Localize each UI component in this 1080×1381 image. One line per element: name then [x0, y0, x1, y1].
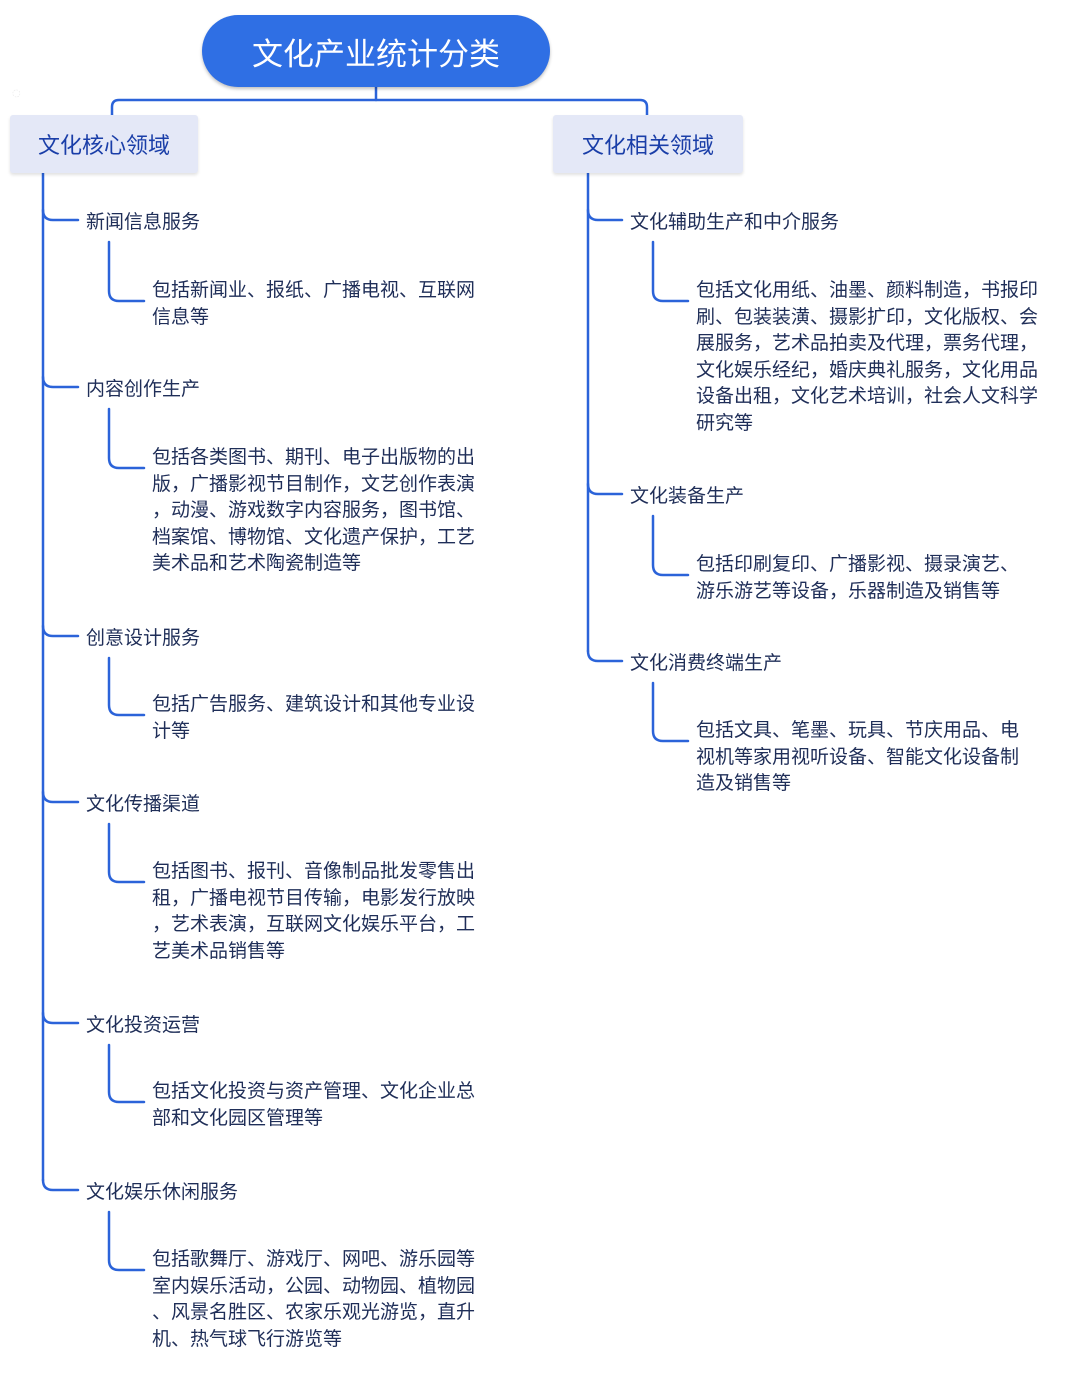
related-branch-line [586, 482, 624, 496]
description-line: 视机等家用视听设备、智能文化设备制 [696, 745, 1020, 768]
core-description: 包括歌舞厅、游戏厅、网吧、游乐园等室内娱乐活动，公园、动物园、植物园、风景名胜区… [152, 1246, 512, 1352]
core-sub-line [107, 656, 146, 717]
description-line: 研究等 [696, 411, 754, 434]
core-sub-line [107, 240, 146, 303]
core-sub-line [107, 822, 146, 884]
core-category-label: 创意设计服务 [86, 627, 201, 649]
related-category-label: 文化装备生产 [630, 485, 745, 507]
description-line: 刷、包装装潢、摄影扩印，文化版权、会 [696, 305, 1039, 328]
related-sub-line [651, 681, 690, 743]
description-line: 文化娱乐经纪，婚庆典礼服务，文化用品 [696, 358, 1039, 381]
description-line: 展服务，艺术品拍卖及代理，票务代理， [696, 332, 1039, 354]
core-domain-box: 文化核心领域 [10, 115, 198, 173]
description-line: 计等 [152, 719, 191, 742]
description-line: 包括文化用纸、油墨、颜料制造，书报印 [696, 279, 1039, 301]
core-sub-line [107, 1210, 146, 1272]
description-line: 、风景名胜区、农家乐观光游览，直升 [152, 1301, 476, 1323]
description-line: 包括文化投资与资产管理、文化企业总 [152, 1080, 476, 1102]
core-category-label: 文化娱乐休闲服务 [86, 1181, 239, 1203]
description-line: 包括文具、笔墨、玩具、节庆用品、电 [696, 719, 1020, 741]
core-category-label: 文化投资运营 [86, 1014, 201, 1036]
root-branch-line [110, 98, 649, 117]
description-line: 版，广播影视节目制作，文艺创作表演 [152, 472, 476, 495]
description-line: 室内娱乐活动，公园、动物园、植物园 [152, 1274, 476, 1297]
description-line: 包括广告服务、建筑设计和其他专业设 [152, 693, 476, 715]
core-description: 包括文化投资与资产管理、文化企业总部和文化园区管理等 [152, 1078, 512, 1131]
root-title: 文化产业统计分类 [202, 15, 550, 87]
description-line: 包括印刷复印、广播影视、摄录演艺、 [696, 553, 1020, 575]
description-line: 包括图书、报刊、音像制品批发零售出 [152, 860, 476, 882]
core-category-label: 内容创作生产 [86, 378, 201, 400]
description-line: 艺美术品销售等 [152, 939, 286, 962]
related-description: 包括印刷复印、广播影视、摄录演艺、游乐游艺等设备，乐器制造及销售等 [696, 551, 1071, 604]
description-line: 设备出租，文化艺术培训，社会人文科学 [696, 385, 1039, 407]
related-branch-line [586, 208, 624, 222]
related-category-label: 文化辅助生产和中介服务 [630, 211, 840, 233]
description-line: 游乐游艺等设备，乐器制造及销售等 [696, 579, 1001, 602]
core-description: 包括广告服务、建筑设计和其他专业设计等 [152, 691, 512, 744]
description-line: 包括歌舞厅、游戏厅、网吧、游乐园等 [152, 1248, 476, 1270]
description-line: 信息等 [152, 305, 210, 328]
related-sub-line [651, 240, 690, 303]
core-description: 包括图书、报刊、音像制品批发零售出租，广播电视节目传输，电影发行放映 ，艺术表演，… [152, 858, 512, 964]
related-branch-line [586, 649, 624, 663]
description-line: 租，广播电视节目传输，电影发行放映 [152, 886, 476, 909]
description-line: 档案馆、博物馆、文化遗产保护，工艺 [152, 525, 476, 548]
core-branch-line [41, 1178, 80, 1192]
core-branch-line [41, 624, 80, 638]
description-line: 造及销售等 [696, 772, 792, 794]
related-category-label: 文化消费终端生产 [630, 652, 783, 674]
core-sub-line [107, 1043, 146, 1104]
description-line: 美术品和艺术陶瓷制造等 [152, 552, 362, 574]
description-line: 包括新闻业、报纸、广播电视、互联网 [152, 279, 476, 301]
core-category-label: 文化传播渠道 [86, 793, 201, 815]
core-branch-line [41, 1011, 80, 1025]
description-line: 部和文化园区管理等 [152, 1106, 324, 1129]
core-description: 包括新闻业、报纸、广播电视、互联网信息等 [152, 277, 512, 330]
core-branch-line [41, 208, 80, 222]
related-description: 包括文具、笔墨、玩具、节庆用品、电视机等家用视听设备、智能文化设备制造及销售等 [696, 717, 1071, 797]
core-branch-line [41, 375, 80, 389]
related-sub-line [651, 514, 690, 577]
description-line: 机、热气球飞行游览等 [152, 1327, 343, 1350]
description-line: ，艺术表演，互联网文化娱乐平台，工 [152, 913, 476, 935]
description-line: 包括各类图书、期刊、电子出版物的出 [152, 446, 476, 468]
related-description: 包括文化用纸、油墨、颜料制造，书报印刷、包装装潢、摄影扩印，文化版权、会展服务，… [696, 277, 1071, 436]
core-sub-line [107, 407, 146, 470]
core-category-label: 新闻信息服务 [86, 211, 201, 233]
related-domain-box: 文化相关领域 [553, 115, 743, 173]
description-line: ，动漫、游戏数字内容服务，图书馆、 [152, 499, 476, 521]
core-description: 包括各类图书、期刊、电子出版物的出版，广播影视节目制作，文艺创作表演 ，动漫、游戏… [152, 444, 512, 577]
core-branch-line [41, 790, 80, 804]
